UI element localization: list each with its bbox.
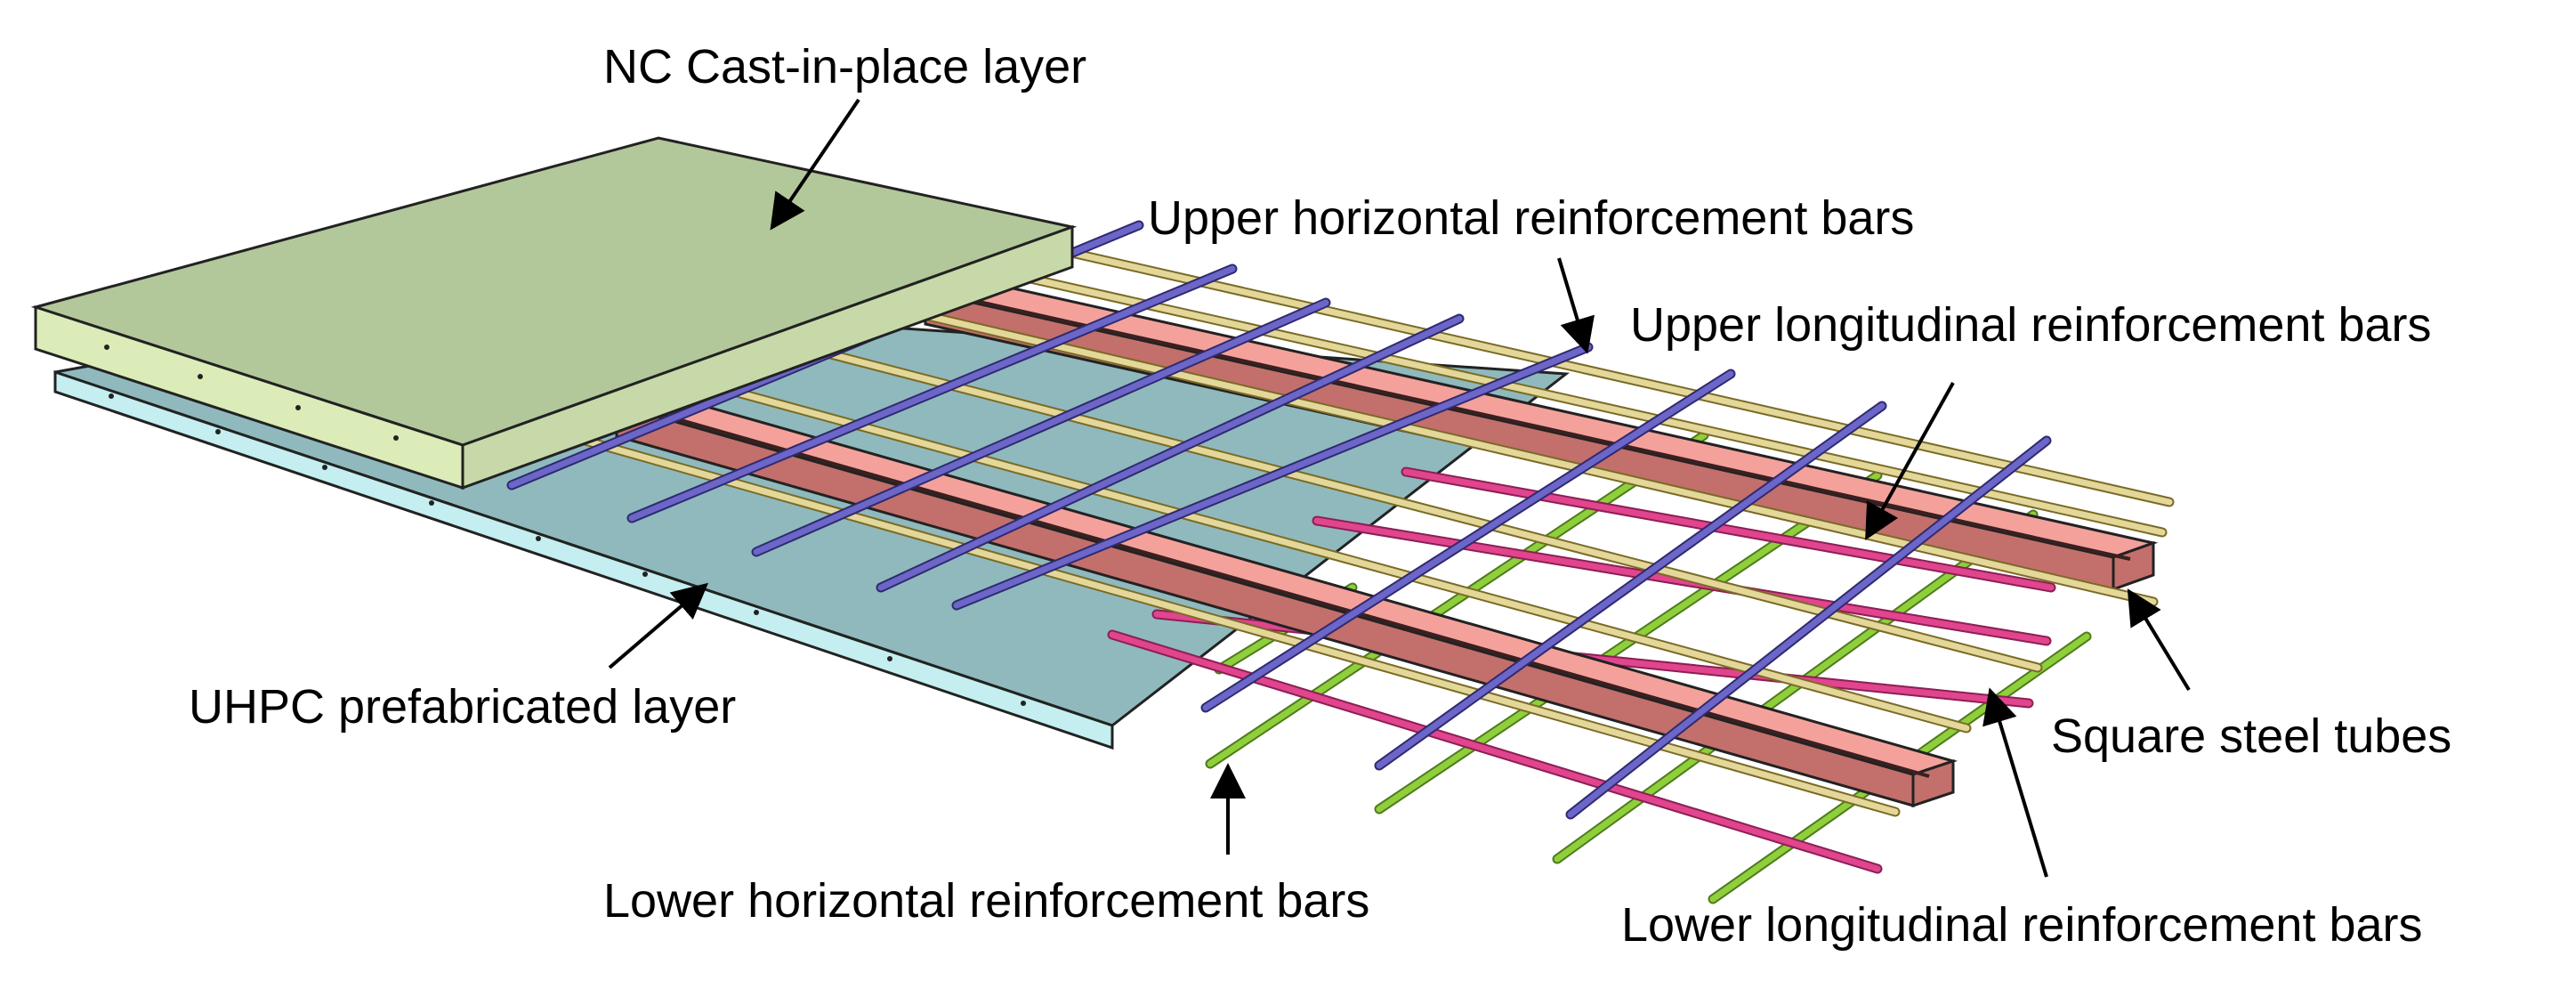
upper-horizontal-bar bbox=[1374, 401, 1887, 771]
lower-longitudinal-bar bbox=[1401, 466, 2056, 593]
upper-horizontal-bar bbox=[626, 263, 1238, 523]
upper-longitudinal-bar bbox=[973, 262, 2168, 538]
arrow-uhpc-layer bbox=[608, 582, 709, 669]
label-uhpc-layer: UHPC prefabricated layer bbox=[189, 680, 737, 734]
upper-longitudinal-bar bbox=[884, 302, 2159, 607]
lower-horizontal-bar bbox=[1374, 470, 1883, 815]
label-square-tubes: Square steel tubes bbox=[2051, 709, 2452, 763]
lower-longitudinal-bar bbox=[1107, 629, 1883, 874]
nc-cast-in-place-layer bbox=[30, 136, 1078, 490]
arrow-nc-layer bbox=[770, 98, 860, 231]
upper-horizontal-bar bbox=[1200, 369, 1736, 713]
arrow-lower-longitudinal bbox=[1982, 687, 2048, 878]
arrow-square-tubes bbox=[2127, 588, 2191, 692]
lower-horizontal-bar bbox=[1205, 430, 1709, 769]
leader-arrows bbox=[608, 98, 2191, 878]
upper-longitudinal-bar bbox=[1043, 242, 2175, 507]
label-upper-horizontal: Upper horizontal reinforcement bars bbox=[1148, 191, 1915, 245]
label-nc-layer: NC Cast-in-place layer bbox=[603, 40, 1087, 93]
lower-longitudinal-bar bbox=[1312, 515, 2052, 646]
label-lower-longitudinal: Lower longitudinal reinforcement bars bbox=[1621, 898, 2423, 952]
arrow-upper-longitudinal bbox=[1865, 382, 1955, 540]
upper-longitudinal-bar bbox=[564, 431, 1901, 817]
upper-horizontal-bar bbox=[751, 297, 1331, 557]
label-upper-longitudinal: Upper longitudinal reinforcement bars bbox=[1630, 298, 2432, 352]
upper-horizontal-bar bbox=[951, 342, 1594, 611]
label-lower-horizontal: Lower horizontal reinforcement bars bbox=[603, 874, 1370, 928]
upper-horizontal-bar bbox=[1565, 435, 2052, 820]
upper-horizontal-bar bbox=[876, 313, 1465, 593]
square-steel-tube bbox=[612, 390, 1958, 808]
arrow-upper-horizontal bbox=[1557, 257, 1595, 354]
